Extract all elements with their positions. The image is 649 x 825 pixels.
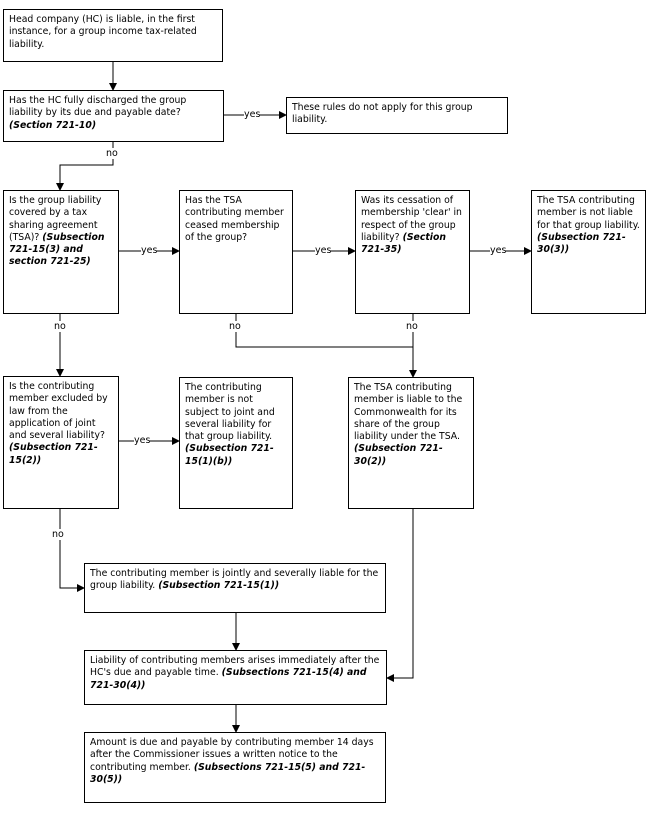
label-no-n2-n4: no <box>106 148 118 159</box>
arrow-n10-n12 <box>386 509 414 682</box>
node-text: Is the group liability covered by a tax … <box>9 195 102 243</box>
node-ref: (Section 721-10) <box>9 119 97 131</box>
node-text: These rules do not apply for this group … <box>292 102 473 126</box>
label-yes-n4-n5: yes <box>141 245 158 256</box>
node-hc-discharged: Has the HC fully discharged the group li… <box>3 90 224 142</box>
node-text: The contributing member is jointly and s… <box>90 568 379 592</box>
label-yes-n8-n9: yes <box>134 435 151 446</box>
label-no-n6: no <box>406 321 418 332</box>
node-not-subject-joint: The contributing member is not subject t… <box>179 377 293 509</box>
label-no-n8-n11: no <box>52 529 64 540</box>
node-liability-arises: Liability of contributing members arises… <box>84 650 387 705</box>
arrow-n8-n11 <box>59 509 85 592</box>
label-yes-n5-n6: yes <box>315 245 332 256</box>
node-ref: (Subsection 721-30(2)) <box>354 443 443 467</box>
label-yes-n6-n7: yes <box>490 245 507 256</box>
node-text: The TSA contributing member is liable to… <box>354 382 463 443</box>
node-ref: (Subsections 721-15(4) and 721-30(4)) <box>90 667 367 691</box>
arrow-n5-n10 <box>235 314 413 348</box>
node-text: Amount is due and payable by contributin… <box>90 737 374 773</box>
node-text: Has the TSA contributing member ceased m… <box>185 195 284 243</box>
label-no-n5: no <box>229 321 241 332</box>
node-due-payable: Amount is due and payable by contributin… <box>84 732 386 803</box>
node-tsa-covered: Is the group liability covered by a tax … <box>3 190 119 314</box>
node-ref: (Subsection 721-15(3) and section 721-25… <box>9 231 105 268</box>
node-text: Has the HC fully discharged the group li… <box>9 95 187 119</box>
node-text: The contributing member is not subject t… <box>185 382 275 443</box>
node-text: Liability of contributing members arises… <box>90 655 380 679</box>
node-text: Head company (HC) is liable, in the firs… <box>9 14 197 50</box>
node-ref: (Subsections 721-15(5) and 721-30(5)) <box>90 761 366 785</box>
node-ref: (Subsection 721-15(2)) <box>9 442 98 466</box>
node-ref: (Subsection 721-15(1)) <box>158 580 280 592</box>
node-tsa-liable-share: The TSA contributing member is liable to… <box>348 377 474 509</box>
node-text: Is the contributing member excluded by l… <box>9 381 108 442</box>
node-ref: (Section 721-35) <box>361 231 446 256</box>
node-rules-not-apply: These rules do not apply for this group … <box>286 97 508 134</box>
label-yes-n2-n3: yes <box>244 109 261 120</box>
node-hc-liable: Head company (HC) is liable, in the firs… <box>3 9 223 62</box>
node-jointly-severally-liable: The contributing member is jointly and s… <box>84 563 386 613</box>
node-ref: (Subsection 721-15(1)(b)) <box>185 443 274 467</box>
node-excluded-by-law: Is the contributing member excluded by l… <box>3 376 119 509</box>
node-text: Was its cessation of membership 'clear' … <box>361 195 462 243</box>
node-ceased-membership: Has the TSA contributing member ceased m… <box>179 190 293 314</box>
node-ref: (Subsection 721-30(3)) <box>537 231 626 256</box>
node-clear-exit: Was its cessation of membership 'clear' … <box>355 190 470 314</box>
node-text: The TSA contributing member is not liabl… <box>537 195 640 231</box>
node-not-liable: The TSA contributing member is not liabl… <box>531 190 646 314</box>
label-no-n4-n8: no <box>54 321 66 332</box>
